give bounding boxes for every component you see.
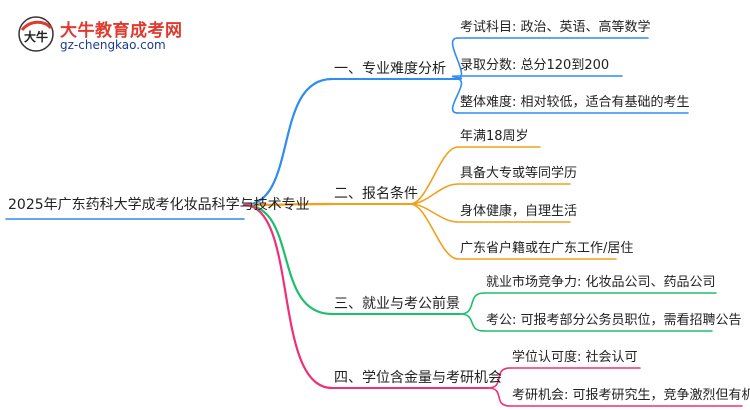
logo-mark-icon: 大牛 xyxy=(18,16,54,52)
branch-label: 一、专业难度分析 xyxy=(334,61,446,77)
leaf-label: 考公: 可报考部分公务员职位，需看招聘公告 xyxy=(486,313,742,328)
leaf-connector xyxy=(409,146,459,205)
leaf-connector xyxy=(459,292,485,315)
svg-text:大牛: 大牛 xyxy=(24,29,48,44)
leaf-label: 具备大专或等同学历 xyxy=(460,166,578,181)
leaf-connector xyxy=(487,387,511,407)
branch-connector xyxy=(242,203,334,316)
branch-connector xyxy=(242,77,334,207)
leaf-connector xyxy=(409,183,459,205)
branch-label: 三、就业与考公前景 xyxy=(334,296,460,312)
logo-brand-name: 大牛教育成考网 xyxy=(60,21,183,41)
leaf-label: 就业市场竞争力: 化妆品公司、药品公司 xyxy=(486,275,716,290)
leaf-connector xyxy=(409,203,459,260)
leaf-connector xyxy=(451,78,463,114)
branch-label: 四、学位含金量与考研机会 xyxy=(334,370,502,386)
leaf-label: 整体难度: 相对较低，适合有基础的考生 xyxy=(460,95,690,110)
leaf-label: 考试科目: 政治、英语、高等数学 xyxy=(460,20,651,35)
leaf-connector xyxy=(487,367,511,389)
site-logo[interactable]: 大牛 大牛教育成考网 gz-chengkao.com xyxy=(16,14,186,54)
branch-label: 二、报名条件 xyxy=(334,186,418,202)
leaf-label: 广东省户籍或在广东工作/居住 xyxy=(460,241,634,256)
leaf-label: 身体健康，自理生活 xyxy=(460,204,578,219)
leaf-label: 考研机会: 可报考研究生，竞争激烈但有机会 xyxy=(512,388,750,403)
leaf-connector xyxy=(459,313,485,332)
mindmap-root: 2025年广东药科大学成考化妆品科学与技术专业 xyxy=(8,197,310,213)
branch-connector xyxy=(242,203,334,390)
leaf-label: 年满18周岁 xyxy=(460,129,529,144)
leaf-label: 学位认可度: 社会认可 xyxy=(512,350,638,365)
branch-connector xyxy=(242,202,334,207)
leaf-label: 录取分数: 总分120到200 xyxy=(460,58,610,73)
logo-domain: gz-chengkao.com xyxy=(60,38,166,52)
